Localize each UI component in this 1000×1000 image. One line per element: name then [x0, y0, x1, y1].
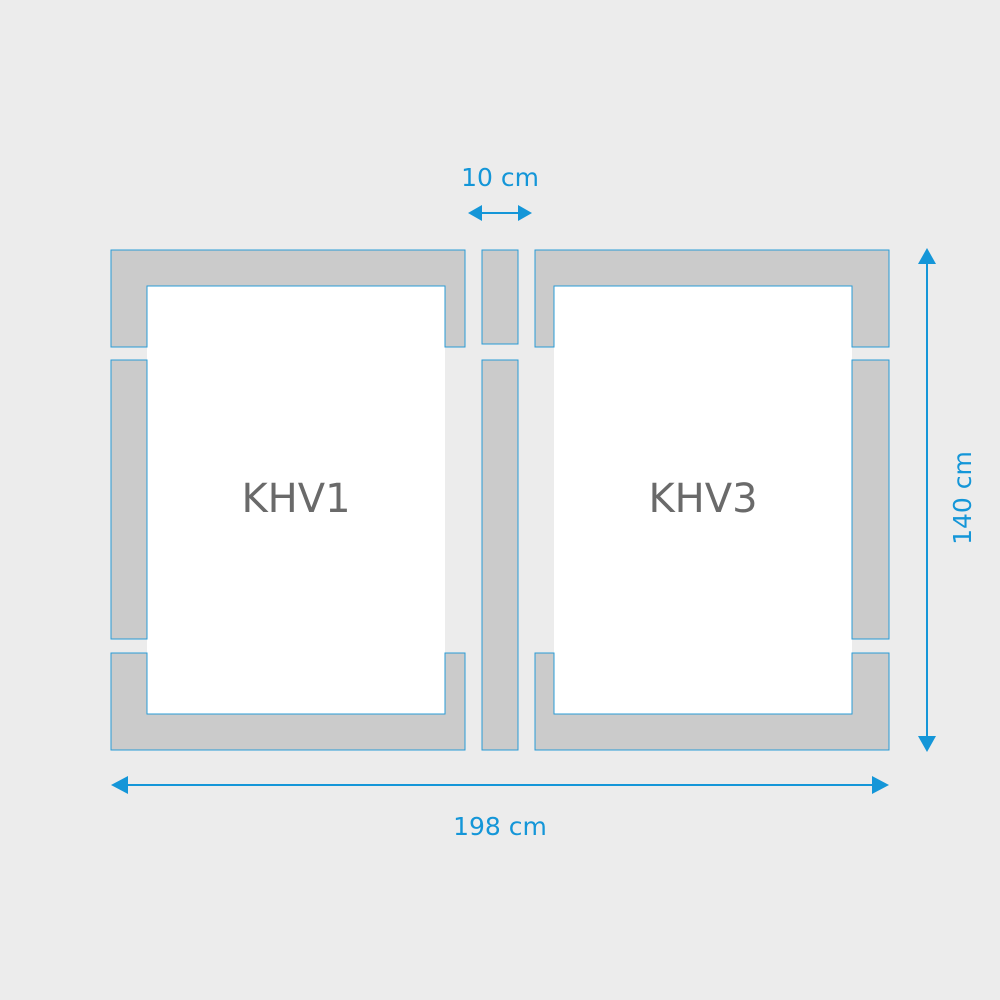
height-dimension: 140 cm [918, 248, 977, 752]
pane-right [554, 286, 852, 714]
double-arrow-icon [918, 248, 936, 752]
unit-left-label: KHV1 [241, 476, 350, 522]
height-dimension-label: 140 cm [948, 451, 977, 545]
connector-top [481, 249, 519, 345]
left-top-flashing [110, 249, 466, 348]
double-arrow-icon [468, 205, 532, 221]
left-bottom-flashing [110, 652, 466, 751]
width-dimension: 198 cm [111, 776, 889, 841]
gap-dimension-label: 10 cm [461, 163, 539, 192]
width-dimension-label: 198 cm [453, 812, 547, 841]
left-side-flashing [110, 359, 148, 640]
right-bottom-flashing [534, 652, 890, 751]
double-arrow-icon [111, 776, 889, 794]
connector-frame [481, 249, 519, 751]
right-side-flashing [851, 359, 890, 640]
right-top-flashing [534, 249, 890, 348]
unit-right-frame [534, 249, 890, 751]
unit-right-label: KHV3 [648, 476, 757, 522]
pane-left [147, 286, 445, 714]
connector-long [481, 359, 519, 751]
gap-dimension: 10 cm [461, 163, 539, 221]
unit-left-frame [110, 249, 466, 751]
